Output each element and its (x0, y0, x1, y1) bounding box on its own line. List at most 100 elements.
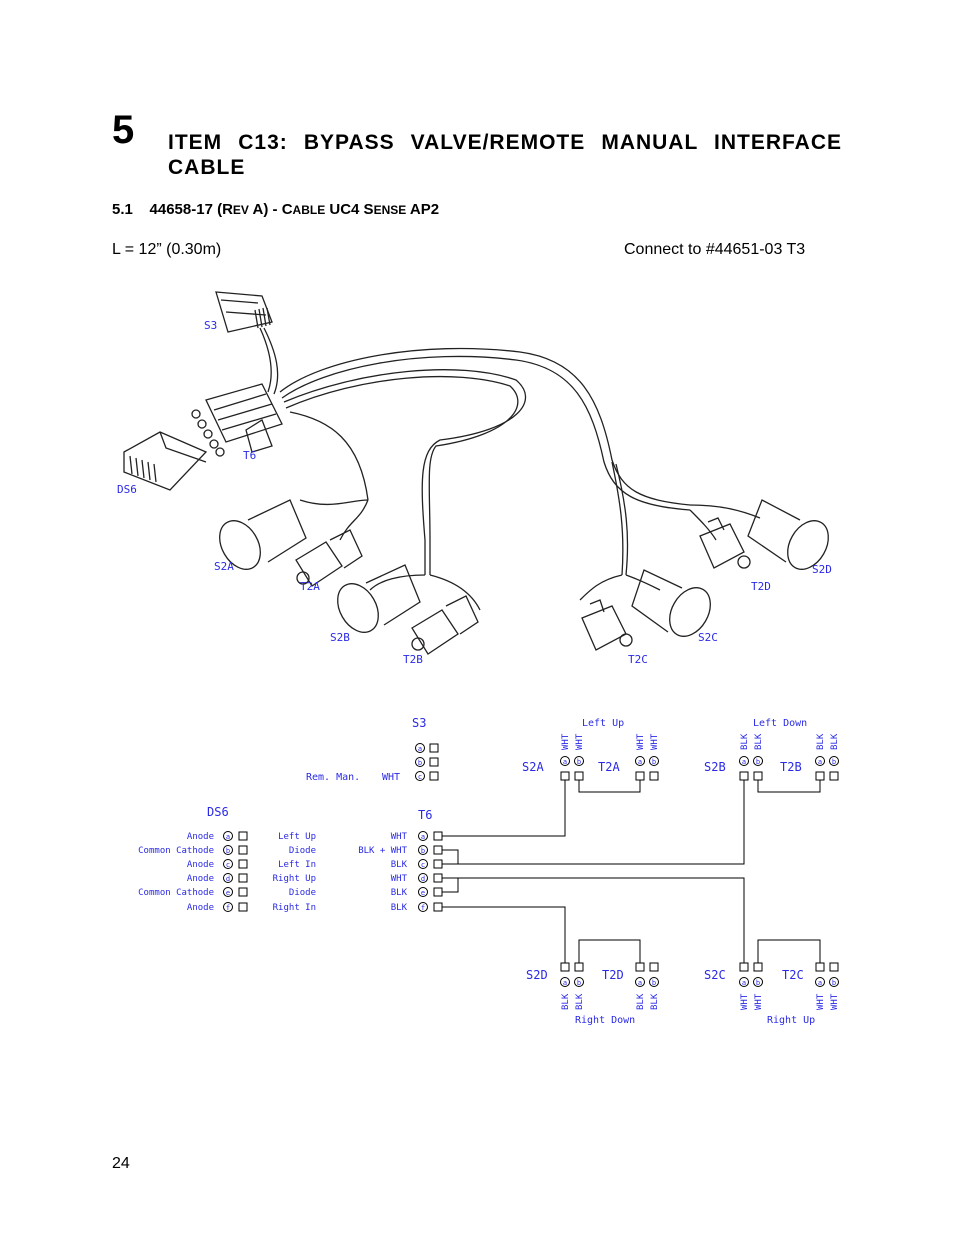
connector-pin-letter: a (818, 758, 822, 766)
wire (578, 780, 641, 793)
connector-wire-color: WHT (575, 733, 585, 750)
t6-pin-letter: d (421, 875, 425, 883)
connect-to-label: Connect to #44651-03 T3 (624, 241, 806, 258)
ds6-pin-letter: d (226, 875, 230, 883)
t6-pin-letter: a (421, 833, 425, 841)
pin-square (560, 962, 570, 972)
t2b-connector (411, 595, 479, 655)
ds6-function: Right Up (273, 874, 316, 884)
s3-pin-letter: b (418, 759, 422, 767)
connector-wire-color: BLK (575, 993, 585, 1010)
pin-circle (415, 743, 425, 753)
pin-circle (223, 902, 233, 912)
t6-wire-color: BLK (391, 903, 408, 913)
pin-square (433, 831, 443, 841)
connector-wire-color: WHT (636, 733, 646, 750)
left-down-label: Left Down (753, 718, 807, 729)
section-title-part: UC4 S (325, 201, 374, 218)
pin-circle (635, 756, 645, 766)
connector-wire-color: WHT (830, 993, 840, 1010)
section-number: 5.1 (112, 201, 133, 218)
t6-wire-color: WHT (391, 832, 408, 842)
t6-wire-color: BLK + WHT (358, 846, 407, 856)
label-t2c: T2C (628, 653, 648, 666)
ds6-pin-letter: e (226, 889, 230, 897)
section-title-part: AP2 (406, 201, 440, 218)
wire (578, 939, 641, 963)
label-t2b: T2B (403, 653, 423, 666)
section-title-part: A) - C (248, 201, 293, 218)
connector-wire-color: WHT (561, 733, 571, 750)
pin-square (238, 887, 248, 897)
t2a-connector (295, 529, 363, 587)
pin-square (649, 771, 659, 781)
ds6-function: Left In (278, 860, 316, 870)
pin-circle (560, 977, 570, 987)
pin-square (433, 887, 443, 897)
ds6-pin-name: Common Cathode (138, 888, 214, 898)
connector-wire-color: WHT (754, 993, 764, 1010)
chapter-number: 5 (112, 108, 135, 152)
pin-circle (223, 845, 233, 855)
pin-square (238, 902, 248, 912)
page-number: 24 (112, 1155, 130, 1172)
ds6-pin-name: Common Cathode (138, 846, 214, 856)
s3-wht-label: WHT (382, 772, 400, 783)
right-down-label: Right Down (575, 1015, 635, 1026)
pin-square (238, 831, 248, 841)
t6-pin-letter: c (421, 861, 425, 869)
pin-circle (753, 756, 763, 766)
s3-pin-letter: c (418, 773, 422, 781)
connector-wire-color: WHT (816, 993, 826, 1010)
cable-length: L = 12” (0.30m) (112, 241, 222, 258)
schem-t2c-title: T2C (782, 968, 804, 982)
ds6-function: Left Up (278, 832, 316, 842)
label-ds6: DS6 (117, 483, 137, 496)
wire (442, 849, 459, 865)
wire (757, 780, 821, 793)
label-s2a: S2A (214, 560, 234, 573)
pin-square (429, 757, 439, 767)
connector-wire-color: BLK (561, 993, 571, 1010)
label-s2d: S2D (812, 563, 832, 576)
label-s2c: S2C (698, 631, 718, 644)
t6-wire-color: BLK (391, 888, 408, 898)
wiring-schematic: S3 Rem. Man. WHT DS6 T6 Left Up S2A T2A … (138, 716, 840, 1026)
connector-wire-color: BLK (636, 993, 646, 1010)
pin-circle (418, 887, 428, 897)
schem-t2d-title: T2D (602, 968, 624, 982)
connector-pin-letter: b (832, 758, 836, 766)
pin-circle (415, 757, 425, 767)
schem-s2a-title: S2A (522, 760, 544, 774)
t6-wire-color: WHT (391, 874, 408, 884)
pin-square (739, 771, 749, 781)
label-s2b: S2B (330, 631, 350, 644)
pin-circle (223, 831, 233, 841)
pin-circle (649, 977, 659, 987)
pin-square (560, 771, 570, 781)
s2a-connector (219, 499, 307, 570)
connector-pin-letter: b (652, 758, 656, 766)
connector-wire-color: BLK (754, 733, 764, 750)
pin-square (433, 902, 443, 912)
schem-t2a-title: T2A (598, 760, 620, 774)
connector-pin-letter: a (818, 979, 822, 987)
t6-pin-letter: b (421, 847, 425, 855)
ds6-pin-letter: c (226, 861, 230, 869)
pin-circle (415, 771, 425, 781)
pin-circle (418, 873, 428, 883)
pin-circle (418, 845, 428, 855)
pin-square (238, 873, 248, 883)
schem-s2b-title: S2B (704, 760, 726, 774)
connector-pin-letter: a (563, 979, 567, 987)
s3-connector (215, 291, 273, 333)
label-s3: S3 (204, 319, 217, 332)
schem-s2c-title: S2C (704, 968, 726, 982)
section-title-part: ABLE (292, 203, 326, 217)
connector-pin-letter: b (756, 758, 760, 766)
schem-t6-title: T6 (418, 808, 432, 822)
ds6-function: Diode (289, 888, 316, 898)
connector-wire-color: BLK (830, 733, 840, 750)
wire (442, 906, 566, 963)
connector-pin-letter: b (577, 979, 581, 987)
